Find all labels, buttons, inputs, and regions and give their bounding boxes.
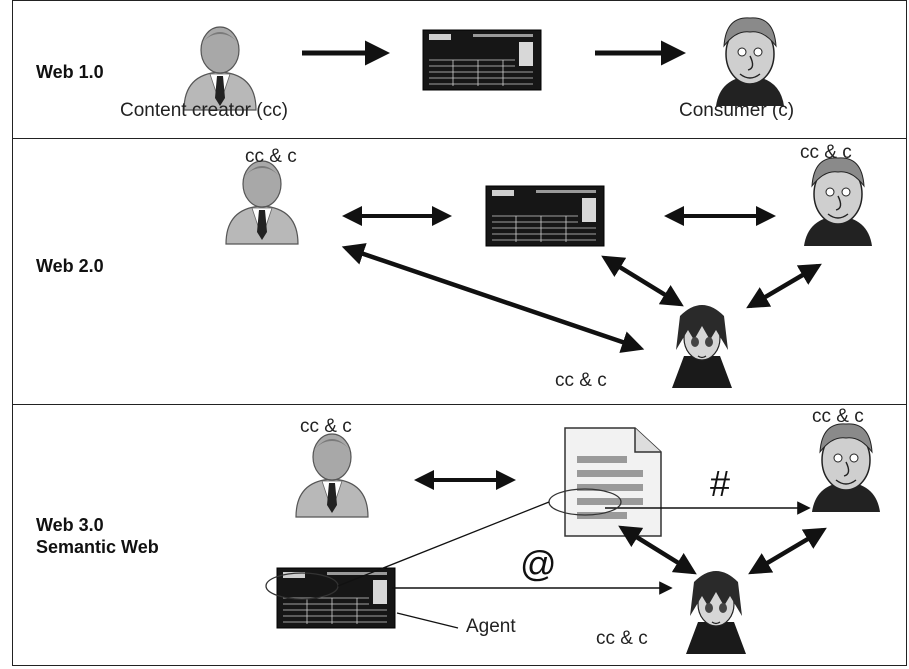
web3-girl-role: cc & c <box>596 628 648 649</box>
web2-anime-girl-icon <box>671 304 733 389</box>
web3-agent-label: Agent <box>466 616 516 637</box>
web2-girl-role: cc & c <box>555 370 607 391</box>
web1-creator-businessman-icon <box>183 26 257 111</box>
web1-consumer-cartoon-man-icon <box>715 17 785 107</box>
web2-arrow-businessman-girl <box>341 243 645 353</box>
web3-cartoonman-role: cc & c <box>812 406 864 427</box>
band-web1 <box>13 1 906 139</box>
era-label-web3: Web 3.0 <box>36 515 104 535</box>
web2-businessman-role: cc & c <box>245 146 297 167</box>
web2-businessman-icon <box>225 160 299 245</box>
web3-arrow-cartoonman-girl <box>748 527 827 575</box>
web3-businessman-role: cc & c <box>300 416 352 437</box>
web2-arrow-page-girl <box>601 255 684 307</box>
web2-webpage-screen-icon <box>485 185 605 247</box>
web3-agent-document-link <box>337 501 550 587</box>
era-label-web1: Web 1.0 <box>36 62 104 82</box>
web3-at-symbol: @ <box>520 543 557 584</box>
web2-cartoon-man-icon <box>803 157 873 247</box>
web1-creator-caption: Content creator (cc) <box>120 100 288 121</box>
band-web2 <box>13 139 906 405</box>
web3-agent-screen-icon <box>276 567 396 629</box>
web2-cartoonman-role: cc & c <box>800 142 852 163</box>
web1-webpage-screen-icon <box>422 29 542 91</box>
web3-anime-girl-icon <box>685 570 747 655</box>
web3-document-icon <box>564 427 662 537</box>
web3-hash-symbol: # <box>710 463 731 504</box>
era-label-web2: Web 2.0 <box>36 256 104 276</box>
web3-agent-pointer-line <box>396 612 459 629</box>
web2-arrow-cartoonman-girl <box>746 263 822 309</box>
web3-businessman-icon <box>295 433 369 518</box>
web1-consumer-caption: Consumer (c) <box>679 100 795 121</box>
era-sublabel-semantic-web: Semantic Web <box>36 537 159 557</box>
web3-arrow-document-girl <box>618 525 697 575</box>
web3-cartoon-man-icon <box>811 423 881 513</box>
